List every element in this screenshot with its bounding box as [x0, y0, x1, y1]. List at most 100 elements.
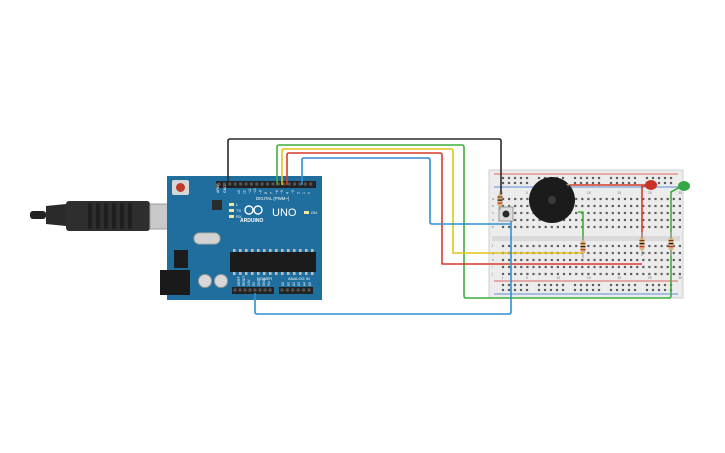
terminal-hole-bottom[interactable]	[666, 244, 669, 248]
terminal-hole-bottom[interactable]	[569, 244, 572, 248]
terminal-hole-bottom[interactable]	[538, 265, 541, 269]
terminal-hole-top[interactable]	[672, 225, 675, 229]
terminal-hole-bottom[interactable]	[599, 244, 602, 248]
power-rail-hole[interactable]	[525, 181, 529, 185]
terminal-hole-bottom[interactable]	[526, 258, 529, 262]
terminal-hole-top[interactable]	[642, 218, 645, 222]
power-rail-hole[interactable]	[579, 283, 583, 287]
header-pin-socket[interactable]	[255, 182, 259, 186]
terminal-hole-bottom[interactable]	[501, 244, 505, 248]
power-rail-hole[interactable]	[579, 176, 583, 180]
terminal-hole-bottom[interactable]	[648, 244, 651, 248]
terminal-hole-top[interactable]	[666, 225, 669, 229]
wires[interactable]	[227, 138, 681, 315]
power-rail-hole[interactable]	[621, 181, 625, 185]
wire-green-led[interactable]	[670, 186, 681, 240]
power-rail-hole[interactable]	[519, 283, 523, 287]
terminal-hole-top[interactable]	[623, 211, 627, 215]
power-rail-hole[interactable]	[657, 176, 661, 180]
terminal-hole-top[interactable]	[526, 197, 529, 201]
terminal-hole-top[interactable]	[678, 204, 681, 208]
header-pin-socket[interactable]	[282, 182, 286, 186]
power-rail-hole[interactable]	[555, 283, 559, 287]
header-pin-socket[interactable]	[298, 182, 302, 186]
terminal-hole-bottom[interactable]	[666, 272, 669, 276]
terminal-hole-bottom[interactable]	[562, 244, 566, 248]
power-rail-hole[interactable]	[507, 176, 511, 180]
wire-green-buzzer[interactable]	[578, 211, 584, 240]
terminal-hole-top[interactable]	[520, 211, 523, 215]
terminal-hole-top[interactable]	[508, 197, 511, 201]
terminal-hole-bottom[interactable]	[623, 251, 627, 255]
header-pin-socket[interactable]	[263, 288, 267, 292]
power-rail-hole[interactable]	[597, 283, 601, 287]
terminal-hole-bottom[interactable]	[538, 272, 541, 276]
header-pin-socket[interactable]	[239, 182, 243, 186]
power-analog-header[interactable]	[232, 287, 313, 294]
terminal-hole-top[interactable]	[617, 211, 620, 215]
terminal-hole-bottom[interactable]	[672, 265, 675, 269]
terminal-hole-bottom[interactable]	[569, 265, 572, 269]
terminal-hole-bottom[interactable]	[599, 265, 602, 269]
terminal-hole-bottom[interactable]	[587, 244, 590, 248]
terminal-hole-bottom[interactable]	[514, 258, 517, 262]
terminal-hole-top[interactable]	[526, 225, 529, 229]
terminal-hole-top[interactable]	[672, 204, 675, 208]
terminal-hole-bottom[interactable]	[532, 265, 535, 269]
terminal-hole-bottom[interactable]	[593, 272, 596, 276]
header-pin-socket[interactable]	[285, 288, 289, 292]
terminal-hole-bottom[interactable]	[636, 265, 639, 269]
terminal-hole-top[interactable]	[581, 204, 584, 208]
header-pin-socket[interactable]	[238, 288, 242, 292]
terminal-hole-top[interactable]	[617, 204, 620, 208]
terminal-hole-bottom[interactable]	[623, 258, 627, 262]
power-rail-hole[interactable]	[519, 181, 523, 185]
header-pin-socket[interactable]	[249, 182, 253, 186]
terminal-hole-top[interactable]	[617, 218, 620, 222]
terminal-hole-top[interactable]	[654, 225, 657, 229]
terminal-hole-top[interactable]	[630, 197, 633, 201]
terminal-hole-bottom[interactable]	[562, 258, 566, 262]
terminal-hole-bottom[interactable]	[562, 272, 566, 276]
header-pin-socket[interactable]	[260, 182, 264, 186]
terminal-hole-bottom[interactable]	[501, 272, 505, 276]
terminal-hole-top[interactable]	[593, 204, 596, 208]
header-pin-socket[interactable]	[293, 182, 297, 186]
power-rail-hole[interactable]	[525, 176, 529, 180]
terminal-hole-top[interactable]	[623, 197, 627, 201]
power-rail-hole[interactable]	[609, 176, 613, 180]
power-rail-hole[interactable]	[597, 176, 601, 180]
terminal-hole-top[interactable]	[575, 197, 578, 201]
terminal-hole-bottom[interactable]	[532, 244, 535, 248]
power-rail-hole[interactable]	[627, 181, 631, 185]
terminal-hole-top[interactable]	[556, 225, 559, 229]
terminal-hole-top[interactable]	[501, 225, 505, 229]
terminal-hole-top[interactable]	[642, 211, 645, 215]
terminal-hole-bottom[interactable]	[514, 265, 517, 269]
terminal-hole-bottom[interactable]	[666, 258, 669, 262]
power-rail-hole[interactable]	[627, 283, 631, 287]
terminal-hole-top[interactable]	[587, 204, 590, 208]
power-rail-hole[interactable]	[615, 181, 619, 185]
terminal-hole-bottom[interactable]	[617, 244, 620, 248]
terminal-hole-top[interactable]	[654, 211, 657, 215]
terminal-hole-top[interactable]	[575, 225, 578, 229]
usb-cable[interactable]	[30, 201, 191, 231]
terminal-hole-bottom[interactable]	[593, 251, 596, 255]
terminal-hole-top[interactable]	[575, 204, 578, 208]
terminal-hole-bottom[interactable]	[593, 265, 596, 269]
power-rail-hole[interactable]	[537, 288, 541, 292]
power-rail-hole[interactable]	[501, 181, 505, 185]
terminal-hole-bottom[interactable]	[611, 251, 614, 255]
power-rail-hole[interactable]	[519, 288, 523, 292]
terminal-hole-bottom[interactable]	[660, 251, 663, 255]
terminal-hole-top[interactable]	[666, 211, 669, 215]
power-rail-hole[interactable]	[513, 176, 517, 180]
power-rail-hole[interactable]	[663, 288, 667, 292]
header-pin-socket[interactable]	[276, 182, 280, 186]
terminal-hole-top[interactable]	[532, 218, 535, 222]
power-rail-hole[interactable]	[663, 176, 667, 180]
terminal-hole-bottom[interactable]	[575, 244, 578, 248]
power-rail-hole[interactable]	[507, 283, 511, 287]
terminal-hole-bottom[interactable]	[611, 272, 614, 276]
